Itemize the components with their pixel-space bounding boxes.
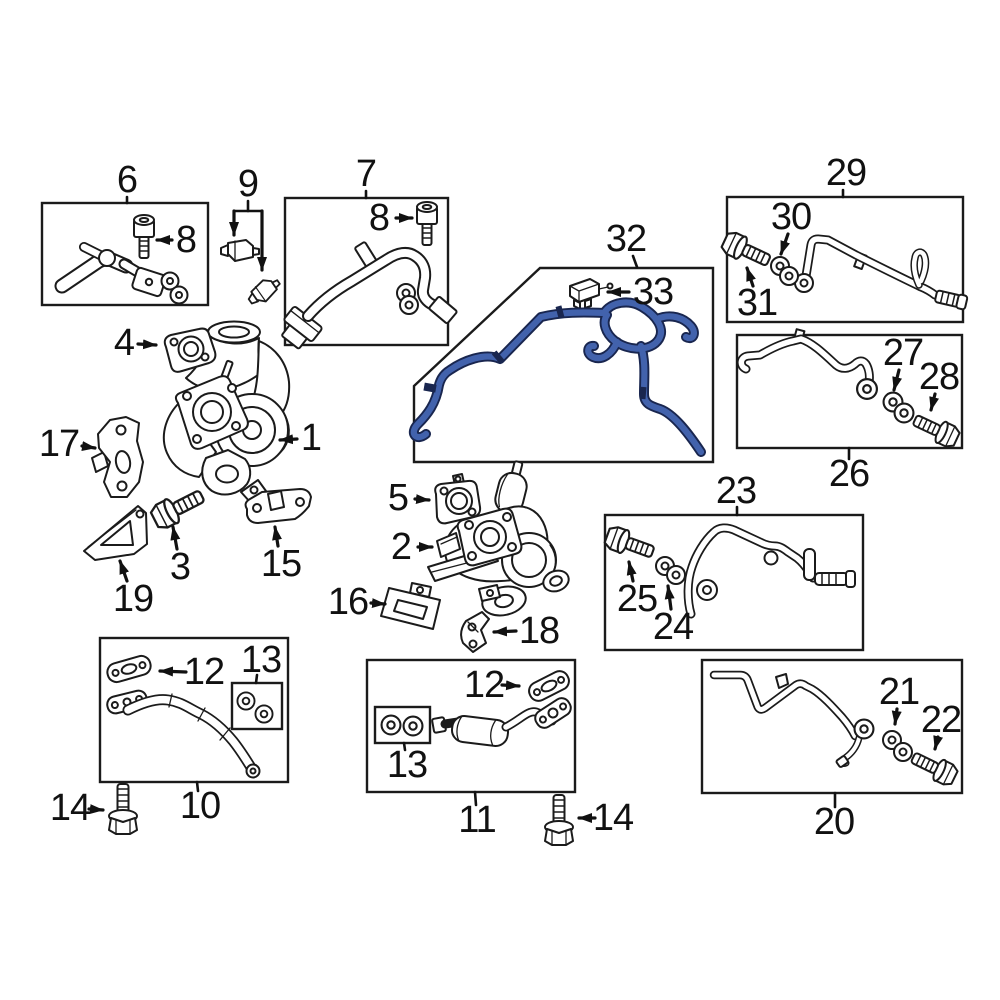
- part-17-bracket: [91, 416, 144, 498]
- callout-1-leader: [278, 434, 299, 445]
- callout-12: 12: [464, 664, 504, 706]
- part-16-bracket: [380, 582, 441, 630]
- part-23-pipe-assembly: [683, 523, 856, 619]
- part-7-pipe-assembly: [281, 241, 458, 350]
- callout-29: 29: [826, 152, 866, 194]
- panel-32: [412, 266, 715, 464]
- callout-32-leader: [631, 254, 639, 269]
- callout-10-leader: [195, 780, 200, 793]
- part-12-gasket-b: [528, 670, 570, 702]
- part-32-harness: [408, 297, 706, 457]
- callout-12-leader: [158, 666, 188, 677]
- callout-24-leader: [664, 584, 675, 611]
- callout-8: 8: [176, 219, 196, 261]
- callout-28-leader: [929, 392, 940, 412]
- part-6-oil-feed-assembly: [54, 242, 189, 305]
- callout-13-leader: [254, 673, 259, 685]
- callout-10: 10: [180, 785, 220, 827]
- callout-21-leader: [891, 707, 902, 726]
- callout-4: 4: [114, 322, 135, 364]
- callout-33: 33: [633, 271, 673, 313]
- callout-30: 30: [771, 196, 811, 238]
- callout-16: 16: [328, 581, 368, 623]
- callout-20: 20: [814, 801, 854, 843]
- part-14-bolt-right: [544, 794, 574, 846]
- callout-2: 2: [391, 526, 411, 568]
- callout-26: 26: [829, 453, 869, 495]
- callout-14-leader: [87, 804, 105, 815]
- part-11-oil-return-tube: [431, 697, 572, 747]
- parts-artwork: [54, 201, 969, 846]
- callout-3-leader: [170, 525, 181, 551]
- part-2-turbocharger: [427, 460, 570, 617]
- callout-18: 18: [519, 610, 559, 652]
- part-5-gasket: [434, 473, 482, 525]
- callout-9: 9: [238, 163, 258, 205]
- callout-5-leader: [413, 494, 431, 505]
- part-1-turbocharger: [162, 320, 291, 503]
- callout-31-leader: [745, 266, 756, 288]
- callout-11-leader: [473, 790, 478, 807]
- callout-13-leader: [402, 741, 407, 752]
- part-18-bracket: [460, 611, 490, 653]
- callout-25-leader: [626, 560, 637, 583]
- callout-8: 8: [369, 197, 389, 239]
- callout-19-leader: [118, 559, 130, 583]
- callout-7: 7: [356, 153, 376, 195]
- callout-13: 13: [241, 639, 281, 681]
- callout-27: 27: [883, 332, 923, 374]
- callout-5: 5: [388, 477, 408, 519]
- part-19-bracket: [83, 505, 148, 561]
- part-4-gasket: [163, 327, 217, 373]
- callout-12: 12: [184, 651, 224, 693]
- part-12-gasket-a: [106, 654, 152, 684]
- callout-17-leader: [80, 441, 97, 451]
- part-29-pipe-assembly: [794, 234, 969, 311]
- callout-14: 14: [593, 797, 634, 839]
- callout-6: 6: [117, 159, 137, 201]
- callout-27-leader: [892, 368, 903, 392]
- callout-22: 22: [921, 699, 961, 741]
- callout-31: 31: [737, 282, 777, 324]
- part-15-bracket: [244, 488, 312, 524]
- callout-21: 21: [879, 671, 919, 713]
- callout-15: 15: [261, 543, 301, 585]
- callout-30-leader: [779, 232, 791, 256]
- callout-14: 14: [50, 787, 91, 829]
- callout-11: 11: [458, 799, 495, 841]
- callout-28: 28: [919, 356, 959, 398]
- part-26-pipe: [736, 328, 879, 400]
- part-20-pipe: [709, 670, 875, 768]
- part-10-oil-return-tube: [106, 689, 261, 779]
- callout-1: 1: [301, 417, 321, 459]
- callout-4-leader: [136, 339, 158, 350]
- callout-22-leader: [933, 735, 944, 751]
- callout-16-leader: [369, 598, 387, 609]
- callout-18-leader: [492, 626, 518, 637]
- callout-17: 17: [39, 423, 79, 465]
- part-33-solenoid: [569, 278, 614, 310]
- part-3-bolt: [147, 482, 209, 533]
- part-14-bolt-left: [108, 783, 138, 835]
- callout-13: 13: [387, 744, 427, 786]
- callout-25: 25: [617, 578, 657, 620]
- callout-19: 19: [113, 578, 153, 620]
- callout-12-leader: [500, 680, 521, 691]
- callout-32: 32: [606, 218, 646, 260]
- part-9-sensors: [220, 239, 285, 310]
- callout-24: 24: [653, 606, 694, 648]
- callout-15-leader: [272, 525, 282, 548]
- callout-3: 3: [170, 546, 190, 588]
- callout-23: 23: [716, 470, 756, 512]
